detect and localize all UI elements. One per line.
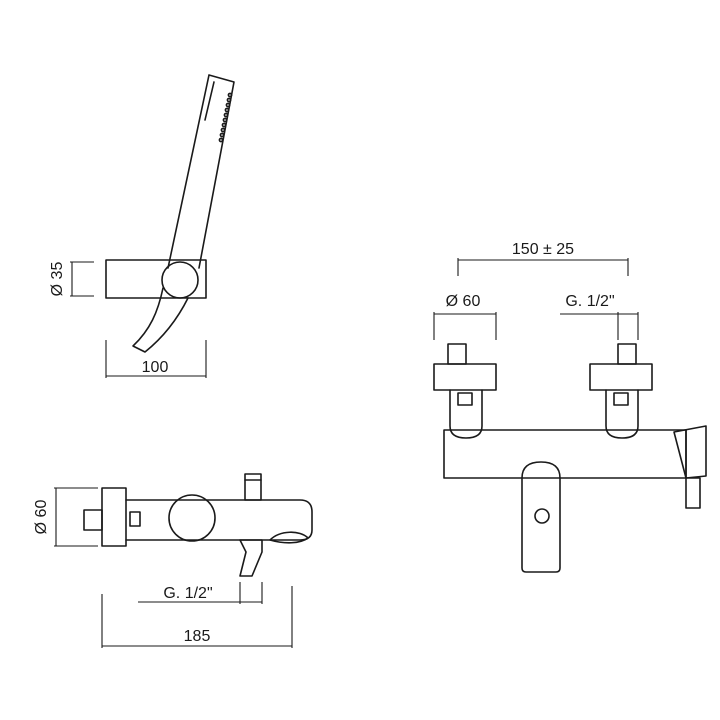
side-body (125, 499, 313, 541)
dim-side-length: 185 (184, 628, 211, 645)
side-outlet (269, 531, 309, 544)
hand-shower-view: Ø 35 100 (49, 74, 235, 378)
shower-bracket (105, 259, 207, 299)
front-left-handle-top (447, 343, 467, 365)
front-view: 150 ± 25 Ø 60 G. 1/2" (433, 241, 707, 573)
dim-side-thread: G. 1/2" (163, 585, 212, 602)
front-right-nut (613, 392, 629, 406)
front-spout (521, 461, 561, 573)
front-spout-outlet (534, 508, 550, 524)
front-hose-outlet (685, 477, 701, 509)
front-right-handle-top (617, 343, 637, 365)
side-view: Ø 60 G. 1/2" 185 (33, 473, 313, 648)
side-wall-plate (101, 487, 127, 547)
dim-hand-shower-length: 100 (142, 359, 169, 376)
dim-front-thread: G. 1/2" (565, 293, 614, 310)
front-body (443, 429, 687, 479)
front-right-escutcheon (589, 363, 653, 391)
spray-nozzles-icon (218, 92, 233, 143)
hand-shower-shaft (167, 74, 235, 269)
hand-shower-inner-line (204, 81, 215, 121)
dim-side-diameter: Ø 60 (33, 500, 50, 535)
front-left-nut (457, 392, 473, 406)
side-knob (168, 494, 216, 542)
front-left-escutcheon (433, 363, 497, 391)
dim-front-diameter: Ø 60 (446, 293, 481, 310)
side-connector (83, 509, 103, 531)
side-nut (129, 511, 141, 527)
shower-holder-ring (161, 261, 199, 299)
hose-connector (132, 287, 189, 353)
dim-hand-shower-diameter: Ø 35 (49, 262, 66, 297)
side-spout (239, 539, 263, 577)
side-diverter (244, 473, 262, 501)
front-end-fitting (673, 425, 707, 479)
dim-centers: 150 ± 25 (512, 241, 574, 258)
